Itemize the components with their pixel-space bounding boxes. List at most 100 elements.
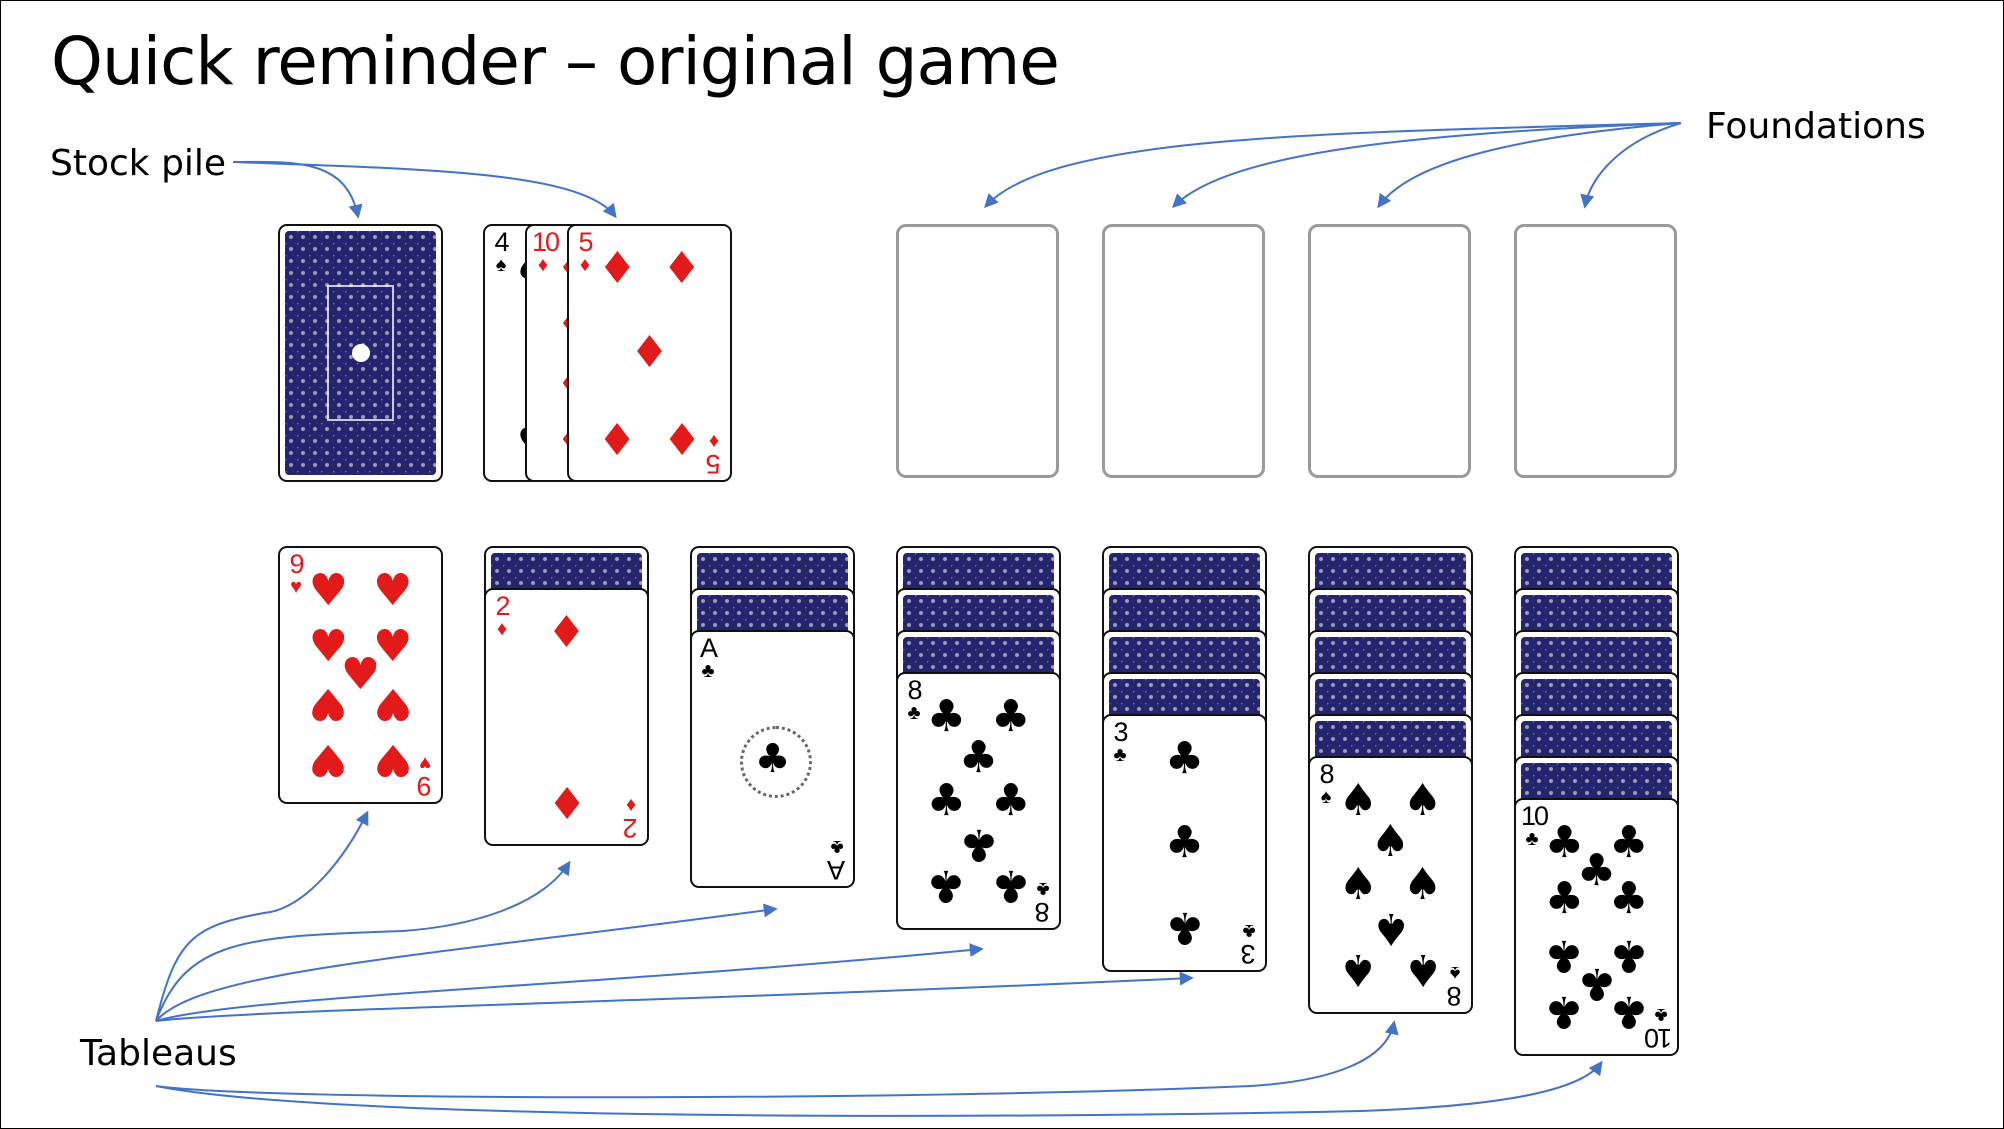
heart-icon: ♥ <box>340 649 381 700</box>
arrow-foundations-2 <box>1171 122 1682 208</box>
card-index-bot: 2♦ <box>620 794 642 843</box>
heart-icon: ♥ <box>372 565 413 617</box>
foundations-label: Foundations <box>1706 106 1926 147</box>
card-index-bot: 9♥ <box>414 752 436 801</box>
diamond-icon: ♦ <box>708 430 720 452</box>
heart-icon: ♥ <box>372 621 413 673</box>
diamond-icon: ♦ <box>546 607 587 659</box>
heart-icon: ♥ <box>308 733 349 785</box>
club-icon: ♣ <box>1544 873 1585 925</box>
card-index-bot: 8♣ <box>1032 878 1054 927</box>
arrow-tableau-4 <box>155 943 984 1022</box>
card-rank: 8 <box>1319 759 1334 789</box>
card-index-bot: 10♣ <box>1646 1004 1672 1053</box>
heart-icon: ♥ <box>308 565 349 617</box>
club-icon: ♣ <box>926 775 967 826</box>
card-rank: A <box>699 633 718 663</box>
arrow-tableau-6 <box>155 1020 1399 1099</box>
diamond-icon: ♦ <box>661 411 702 463</box>
club-icon: ♣ <box>1608 817 1649 869</box>
spade-icon: ♠ <box>1338 859 1379 910</box>
club-icon: ♣ <box>1113 744 1127 766</box>
card-5-of-diamonds[interactable]: 5♦5♦♦♦♦♦♦ <box>567 224 732 482</box>
card-rank: 2 <box>495 591 510 621</box>
card-rank: 5 <box>707 449 721 479</box>
club-icon: ♣ <box>1242 920 1256 942</box>
card-rank: 9 <box>289 549 304 579</box>
heart-icon: ♥ <box>419 752 431 774</box>
club-icon: ♣ <box>1654 1004 1668 1026</box>
heart-icon: ♥ <box>372 677 413 729</box>
foundation-slot-3[interactable] <box>1308 224 1471 478</box>
spade-icon: ♠ <box>1370 815 1411 867</box>
club-icon: ♣ <box>990 859 1031 911</box>
card-2-of-diamonds[interactable]: 2♦2♦♦♦ <box>484 588 649 846</box>
club-icon: ♣ <box>1608 873 1649 925</box>
club-icon: ♣ <box>926 691 967 743</box>
club-icon: ♣ <box>1164 733 1205 785</box>
card-index-bot: A♣ <box>826 836 848 885</box>
club-icon: ♣ <box>701 660 715 682</box>
club-icon: ♣ <box>1164 901 1205 953</box>
stock-pile-card[interactable] <box>278 224 443 482</box>
heart-icon: ♥ <box>308 677 349 729</box>
arrow-stock-to-deck <box>232 160 363 219</box>
spade-icon: ♠ <box>1338 943 1379 995</box>
card-rank: 9 <box>418 771 432 801</box>
diamond-icon: ♦ <box>625 794 637 816</box>
arrow-stock-to-waste <box>232 161 617 219</box>
card-index-top: 8♠ <box>1315 759 1337 808</box>
spade-icon: ♠ <box>1402 943 1443 995</box>
card-rank: 10 <box>532 227 560 257</box>
card-8-of-spades[interactable]: 8♠8♠♠♠♠♠♠♠♠♠ <box>1308 756 1473 1014</box>
card-rank: 4 <box>494 227 509 257</box>
stock-pile-label: Stock pile <box>50 143 227 184</box>
club-icon: ♣ <box>1036 878 1050 900</box>
club-icon: ♣ <box>958 731 999 783</box>
card-rank: 8 <box>907 675 922 705</box>
card-index-top: 10♣ <box>1521 803 1549 850</box>
card-index-bot: 8♠ <box>1444 962 1466 1011</box>
card-9-of-hearts[interactable]: 9♥9♥♥♥♥♥♥♥♥♥♥ <box>278 546 443 804</box>
spade-icon: ♠ <box>495 254 507 276</box>
card-index-top: 3♣ <box>1109 719 1131 766</box>
club-icon: ♣ <box>926 859 967 911</box>
arrow-tableau-5 <box>155 971 1194 1022</box>
club-icon: ♣ <box>1544 817 1585 869</box>
card-rank: 8 <box>1036 897 1050 927</box>
card-index-top: 2♦ <box>491 591 513 640</box>
diamond-icon: ♦ <box>579 254 591 276</box>
heart-icon: ♥ <box>372 733 413 785</box>
tableaus-label: Tableaus <box>80 1033 237 1074</box>
card-index-top: 8♣ <box>903 675 925 724</box>
spade-icon: ♠ <box>1402 859 1443 910</box>
card-3-of-clubs[interactable]: 3♣3♣♣♣♣ <box>1102 714 1267 972</box>
club-icon: ♣ <box>990 775 1031 826</box>
arrow-foundations-1 <box>984 122 1682 209</box>
diamond-icon: ♦ <box>496 618 508 640</box>
diamond-icon: ♦ <box>661 243 702 295</box>
card-10-of-clubs[interactable]: 10♣10♣♣♣♣♣♣♣♣♣♣♣ <box>1514 798 1679 1056</box>
card-a-of-clubs[interactable]: A♣A♣♣ <box>690 630 855 888</box>
page-title: Quick reminder – original game <box>51 23 1060 100</box>
card-rank: A <box>829 855 846 885</box>
card-index-top: 4♠ <box>490 227 512 276</box>
spade-icon: ♠ <box>1320 786 1332 808</box>
wreath-ornament <box>739 726 812 798</box>
card-index-bot: 3♣ <box>1238 920 1260 969</box>
card-8-of-clubs[interactable]: 8♣8♣♣♣♣♣♣♣♣♣ <box>896 672 1061 930</box>
foundation-slot-1[interactable] <box>896 224 1059 478</box>
card-rank: 2 <box>624 813 638 843</box>
foundation-slot-2[interactable] <box>1102 224 1265 478</box>
arrow-tableau-2 <box>155 860 571 1022</box>
diamond-icon: ♦ <box>546 775 587 827</box>
card-index-top: 9♥ <box>285 549 307 598</box>
card-index-top: 5♦ <box>574 229 596 276</box>
diamond-icon: ♦ <box>597 411 638 463</box>
club-icon: ♣ <box>1576 845 1617 897</box>
arrow-foundations-4 <box>1580 122 1682 209</box>
club-icon: ♣ <box>830 836 844 858</box>
foundation-slot-4[interactable] <box>1514 224 1677 478</box>
